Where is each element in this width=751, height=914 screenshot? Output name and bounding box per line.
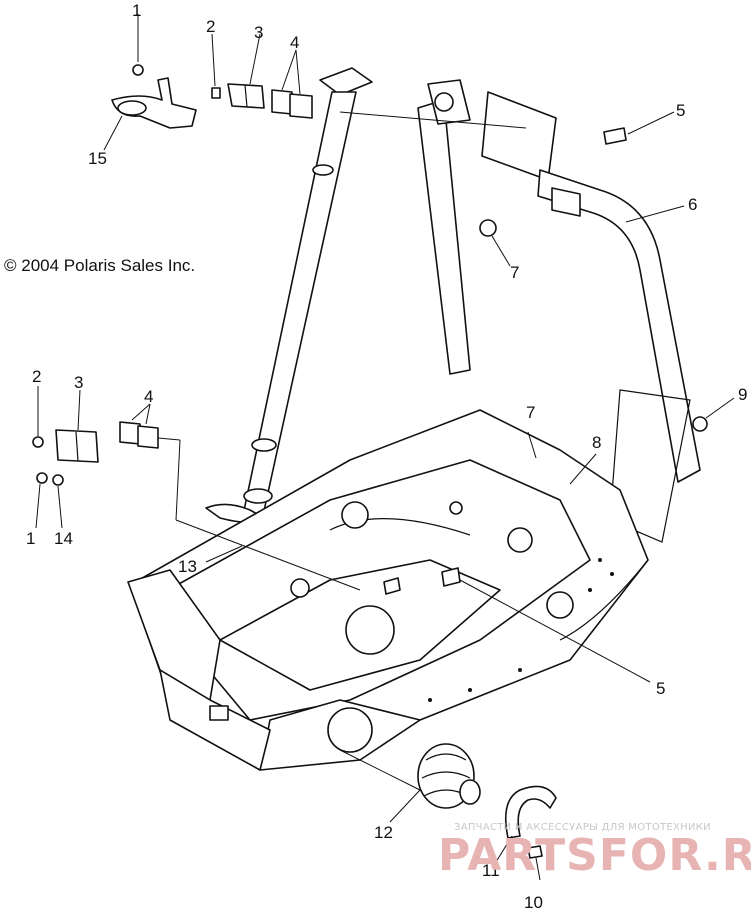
watermark: ЗАПЧАСТИ И АКСЕССУАРЫ ДЛЯ МОТОТЕХНИКИ PA… xyxy=(438,822,751,881)
callout-9: 9 xyxy=(738,385,747,404)
callout-3-left: 3 xyxy=(74,373,83,392)
bolt-upper-right xyxy=(603,127,627,145)
callout-2-top: 2 xyxy=(206,17,215,36)
callout-2-left: 2 xyxy=(32,367,41,386)
chassis-frame xyxy=(129,409,649,771)
callout-15: 15 xyxy=(88,149,107,168)
boot-assembly xyxy=(417,743,481,809)
callout-4-left: 4 xyxy=(144,387,153,406)
nut-left xyxy=(36,472,48,484)
small-screw xyxy=(527,845,543,859)
callout-4-top: 4 xyxy=(290,33,299,52)
clamp-halves-left xyxy=(119,421,159,449)
boot-clamp xyxy=(504,785,557,839)
callout-11: 11 xyxy=(482,861,500,880)
bolt-top xyxy=(211,87,221,99)
callout-3-top: 3 xyxy=(254,23,263,42)
watermark-tagline: ЗАПЧАСТИ И АКСЕССУАРЫ ДЛЯ МОТОТЕХНИКИ xyxy=(454,822,711,833)
callout-5-top: 5 xyxy=(676,101,685,120)
mount-plate xyxy=(609,389,691,543)
callout-7-top: 7 xyxy=(510,263,519,282)
steering-post xyxy=(205,67,373,524)
bolt-chassis xyxy=(383,577,401,595)
nut-right xyxy=(692,416,708,432)
clip-upper xyxy=(479,219,497,237)
callout-6: 6 xyxy=(688,195,697,214)
clamp-halves-top xyxy=(271,89,313,119)
washer-left xyxy=(52,474,64,486)
copyright-text: © 2004 Polaris Sales Inc. xyxy=(4,256,195,275)
handlebar-mount-bracket xyxy=(111,77,197,129)
nut-top xyxy=(132,64,144,76)
steering-support-frame xyxy=(417,79,701,483)
bolt-left xyxy=(32,436,44,448)
bolt-chassis-2 xyxy=(441,567,461,587)
front-bulkhead xyxy=(127,569,271,771)
watermark-brand: PARTSFOR.RU xyxy=(438,830,751,881)
callout-7-mid: 7 xyxy=(526,403,535,422)
callout-12: 12 xyxy=(374,823,393,842)
callout-8: 8 xyxy=(592,433,601,452)
callout-5-bottom: 5 xyxy=(656,679,665,698)
bushing-block-top xyxy=(227,83,265,109)
callout-13: 13 xyxy=(178,557,197,576)
bushing-block-left xyxy=(55,429,99,463)
callout-14: 14 xyxy=(54,529,73,548)
callout-1-left: 1 xyxy=(26,529,35,548)
callout-10: 10 xyxy=(524,893,543,912)
callouts: 1 2 3 4 5 6 7 15 2 3 4 1 14 7 8 9 13 5 1… xyxy=(26,1,747,912)
callout-1-top: 1 xyxy=(132,1,141,20)
leader-lines xyxy=(35,14,735,881)
